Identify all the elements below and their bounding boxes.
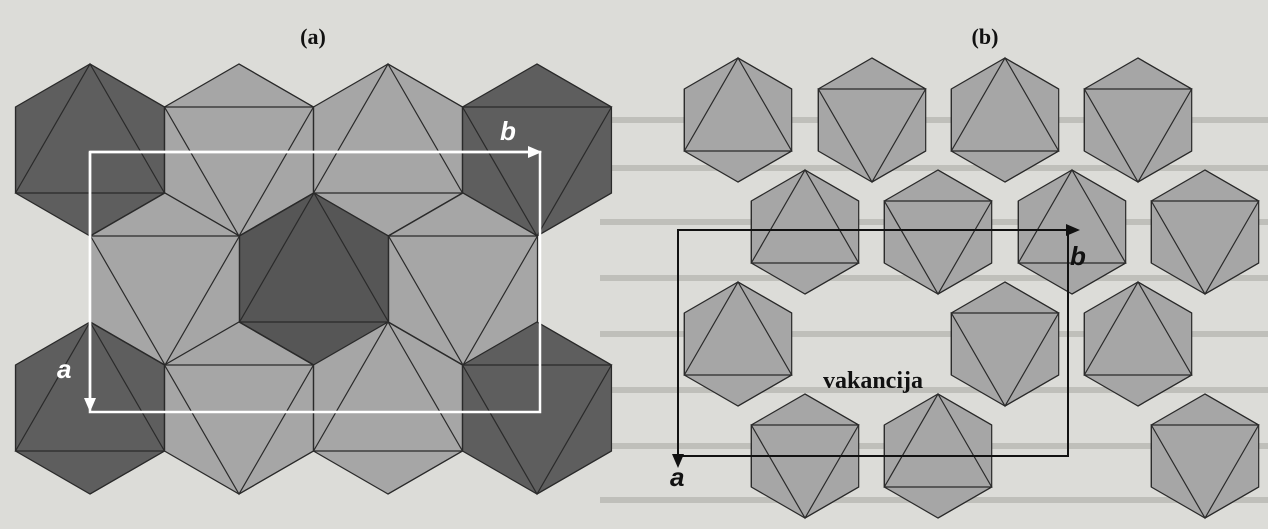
panel-a-octahedron-r0-c3-edges xyxy=(461,63,613,238)
panel-a-octahedron-r1-c1-edges xyxy=(238,191,390,366)
panel-b-a-arrowhead xyxy=(672,454,684,468)
panel-b-octahedron-5-edges xyxy=(883,169,993,296)
panel-a-octahedron-r0-c1-edges xyxy=(163,63,315,238)
panel-a-octahedron-r1-c0-edges xyxy=(89,192,241,367)
panel-a-axis-a-label: a xyxy=(57,354,71,384)
panel-a-octahedron-r2-c3-edges xyxy=(461,321,613,496)
panel-b-axis-a-label: a xyxy=(670,462,684,492)
panel-b-octahedron-0-edges xyxy=(683,56,793,183)
panel-a-octahedron-r1-c2-edges xyxy=(387,192,539,367)
panel-b-octahedron-13-edges xyxy=(1150,393,1260,520)
panel-b-octahedron-0 xyxy=(683,56,793,183)
panel-b-octahedron-0-face xyxy=(683,57,793,183)
panel-a-octahedron-r1-c2 xyxy=(387,192,539,367)
panel-b-octahedron-7 xyxy=(1150,169,1260,296)
panel-b-octahedron-6-edges xyxy=(1017,168,1127,295)
vacancy-label: vakancija xyxy=(823,368,923,394)
panel-b-octahedron-3-face xyxy=(1083,57,1193,183)
panel-b-octahedron-4-edges xyxy=(750,168,860,295)
panel-b-octahedron-1-edges xyxy=(817,57,927,184)
panel-b-octahedron-9 xyxy=(950,281,1060,408)
panel-b-vacancy-layer: (b) b a vakancija xyxy=(670,24,1260,520)
panel-b-octahedron-3 xyxy=(1083,57,1193,184)
panel-a-octahedron-r2-c3 xyxy=(461,321,613,496)
panel-b-octahedron-3-edges xyxy=(1083,57,1193,184)
panel-b-octahedron-1-face xyxy=(817,57,927,183)
panel-b-octahedron-2 xyxy=(950,56,1060,183)
panel-b-octahedron-2-face xyxy=(950,57,1060,183)
panel-b-octahedron-1 xyxy=(817,57,927,184)
panel-b-octahedron-2-edges xyxy=(950,56,1060,183)
panel-a-a-arrowhead xyxy=(84,398,96,412)
panel-b-octahedron-13 xyxy=(1150,393,1260,520)
panel-b-octahedra xyxy=(683,56,1260,520)
panel-b-octahedron-12-edges xyxy=(883,392,993,519)
panel-a-octahedral-layer: (a) b a xyxy=(14,24,613,496)
panel-a-unit-cell xyxy=(84,146,542,414)
panel-b-octahedron-7-edges xyxy=(1150,169,1260,296)
panel-b-octahedron-4 xyxy=(750,168,860,295)
panel-b-octahedron-5 xyxy=(883,169,993,296)
panel-b-octahedron-10 xyxy=(1083,280,1193,407)
panel-a-octahedron-r2-c0-edges xyxy=(14,320,166,495)
panel-b-octahedron-10-edges xyxy=(1083,280,1193,407)
panel-a-octahedra xyxy=(14,62,613,496)
panel-a-octahedron-r2-c1 xyxy=(163,321,315,496)
panel-a-octahedron-r2-c2-edges xyxy=(312,320,464,495)
panel-b-label: (b) xyxy=(972,24,999,49)
panel-a-label: (a) xyxy=(300,24,326,49)
panel-b-octahedron-9-edges xyxy=(950,281,1060,408)
panel-a-b-arrowhead xyxy=(528,146,542,158)
panel-a-octahedron-r2-c1-edges xyxy=(163,321,315,496)
panel-a-octahedron-r0-c2-edges xyxy=(312,62,464,237)
panel-b-octahedron-8 xyxy=(683,280,793,407)
panel-b-axis-b-label: b xyxy=(1070,241,1086,271)
panel-a-axis-b-label: b xyxy=(500,116,516,146)
panel-b-octahedron-11-edges xyxy=(750,393,860,520)
panel-b-b-arrowhead xyxy=(1066,224,1080,236)
panel-b-unit-cell xyxy=(672,224,1080,468)
panel-b-octahedron-8-edges xyxy=(683,280,793,407)
